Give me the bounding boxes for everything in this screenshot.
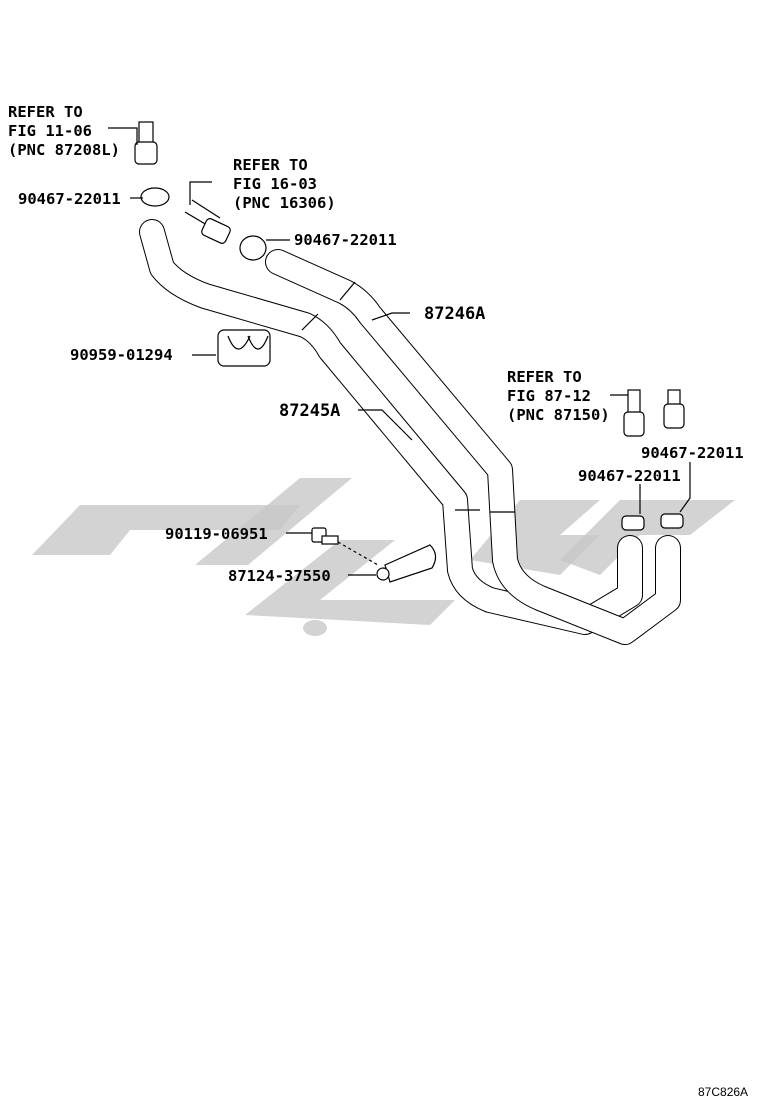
pipe-stub-mid (184, 199, 231, 244)
part-number-hose-upper: 87246A (424, 304, 485, 324)
grommet-icon (217, 329, 271, 367)
part-number-bolt: 90119-06951 (165, 525, 268, 543)
refer-label-right: FIG 87-12 (507, 387, 591, 405)
part-number-clamp: 90467-22011 (641, 444, 744, 462)
bracket-icon (376, 544, 437, 583)
pipe-stub-right (623, 389, 685, 437)
pipe-stub-top-left (134, 121, 158, 165)
leader-lines (108, 127, 691, 576)
refer-label-mid: (PNC 16306) (233, 194, 336, 212)
refer-label-mid: REFER TO (233, 156, 308, 174)
part-number-clamp: 90467-22011 (578, 467, 681, 485)
figure-code: 87C826A (698, 1085, 748, 1099)
hose-87245a (139, 219, 643, 635)
clamp-icon (621, 515, 645, 531)
refer-label-top-left: REFER TO (8, 103, 83, 121)
bolt-icon (311, 527, 379, 566)
refer-label-right: (PNC 87150) (507, 406, 610, 424)
clamp-icon (140, 187, 170, 207)
part-number-grommet: 90959-01294 (70, 346, 173, 364)
refer-label-top-left: (PNC 87208L) (8, 141, 120, 159)
refer-label-top-left: FIG 11-06 (8, 122, 92, 140)
refer-label-right: REFER TO (507, 368, 582, 386)
part-number-hose-lower: 87245A (279, 401, 340, 421)
part-number-bracket: 87124-37550 (228, 567, 331, 585)
clamp-icon (239, 235, 267, 261)
clamp-icon (660, 513, 684, 529)
watermark-logo (32, 478, 735, 636)
part-number-clamp: 90467-22011 (18, 190, 121, 208)
refer-label-mid: FIG 16-03 (233, 175, 317, 193)
hose-87246a (265, 249, 681, 645)
part-number-clamp: 90467-22011 (294, 231, 397, 249)
